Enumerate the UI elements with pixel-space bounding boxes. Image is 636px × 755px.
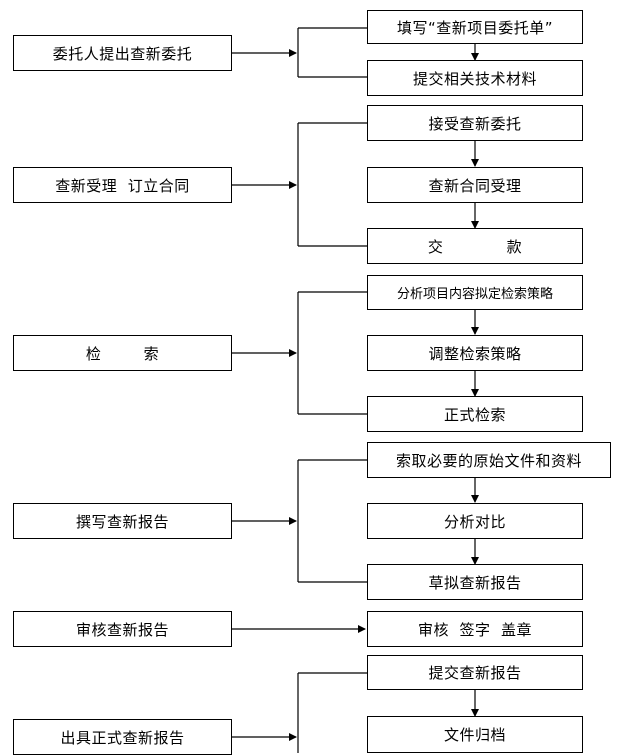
stage-4-step-2-box: 分析对比 [367,503,583,539]
stage-2-box: 查新受理 订立合同 [13,167,232,203]
stage-2-step-2-box: 查新合同受理 [367,167,583,203]
stage-1-box: 委托人提出查新委托 [13,35,232,71]
stage-2-step-1-box: 接受查新委托 [367,105,583,141]
stage-5-step-1-box: 审核 签字 盖章 [367,611,583,647]
stage-1-step-1-box: 填写“查新项目委托单” [367,10,583,44]
stage-4-step-1-box: 索取必要的原始文件和资料 [367,442,611,478]
stage-4-step-3-box: 草拟查新报告 [367,564,583,600]
stage-3-step-1-box: 分析项目内容拟定检索策略 [367,275,583,310]
stage-5-box: 审核查新报告 [13,611,232,647]
stage-3-step-2-box: 调整检索策略 [367,335,583,371]
stage-6-step-1-box: 提交查新报告 [367,655,583,690]
stage-3-box: 检 索 [13,335,232,371]
stage-3-step-3-box: 正式检索 [367,396,583,432]
stage-2-step-3-box: 交 款 [367,228,583,264]
stage-4-box: 撰写查新报告 [13,503,232,539]
stage-6-step-2-box: 文件归档 [367,716,583,753]
stage-6-box: 出具正式查新报告 [13,719,232,755]
stage-1-step-2-box: 提交相关技术材料 [367,60,583,96]
